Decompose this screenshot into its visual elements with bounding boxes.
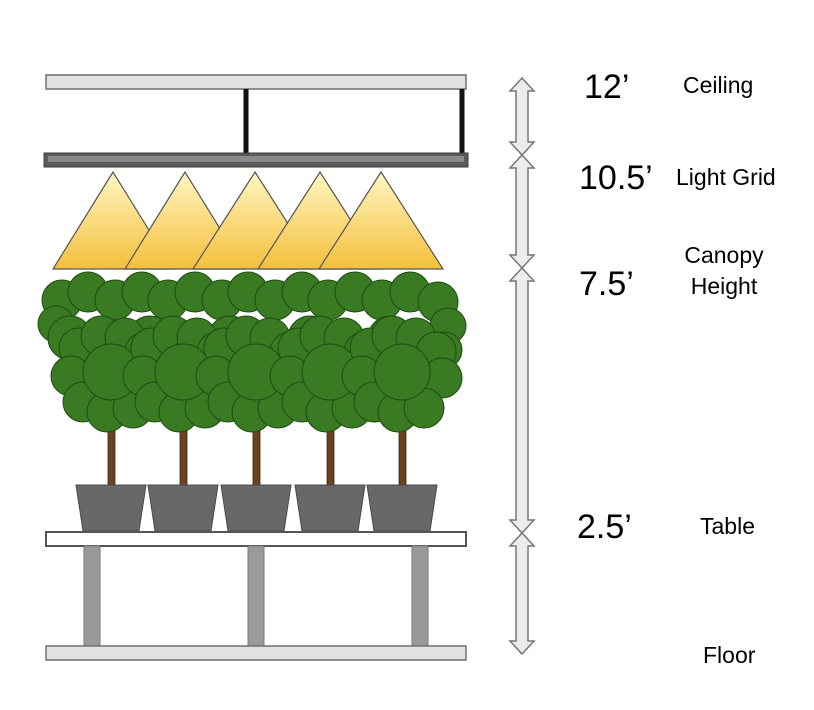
table-top <box>45 531 467 547</box>
ceiling-height-value: 12’ <box>584 68 630 106</box>
ceiling-label: Ceiling <box>683 72 754 98</box>
table-height-value: 2.5’ <box>577 508 632 546</box>
light-grid-label: Light Grid <box>676 164 776 190</box>
floor-label: Floor <box>703 642 756 668</box>
height-dimension-arrows <box>508 76 536 656</box>
tree-crown <box>341 315 463 433</box>
table-label: Table <box>700 513 755 539</box>
plant-pot <box>147 484 219 532</box>
double-arrow-icon <box>508 76 536 157</box>
table-leg-middle <box>247 545 265 647</box>
canopy-height-label: Canopy Height <box>676 240 772 302</box>
ceiling-rail <box>45 74 467 90</box>
plant-pot <box>366 484 438 532</box>
plants <box>37 271 467 532</box>
table-leg-right <box>411 545 429 647</box>
grow-light-cone-icon <box>317 170 445 270</box>
canopy-height-label-line-2: Height <box>690 273 758 299</box>
plant-pot <box>75 484 147 532</box>
double-arrow-icon <box>508 153 536 270</box>
double-arrow-icon <box>508 531 536 656</box>
canopy-height-value: 7.5’ <box>579 265 634 303</box>
floor-rail <box>45 645 467 661</box>
grow-lights <box>51 170 445 270</box>
canopy-height-label-line-1: Canopy <box>684 242 764 268</box>
light-grid-height-value: 10.5’ <box>579 159 653 197</box>
plant-pot <box>294 484 366 532</box>
table-leg-left <box>83 545 101 647</box>
potted-tree-icon <box>341 315 463 532</box>
light-grid-bar-highlight <box>48 156 464 162</box>
plant-pot <box>220 484 292 532</box>
table <box>45 531 467 647</box>
double-arrow-icon <box>508 266 536 535</box>
